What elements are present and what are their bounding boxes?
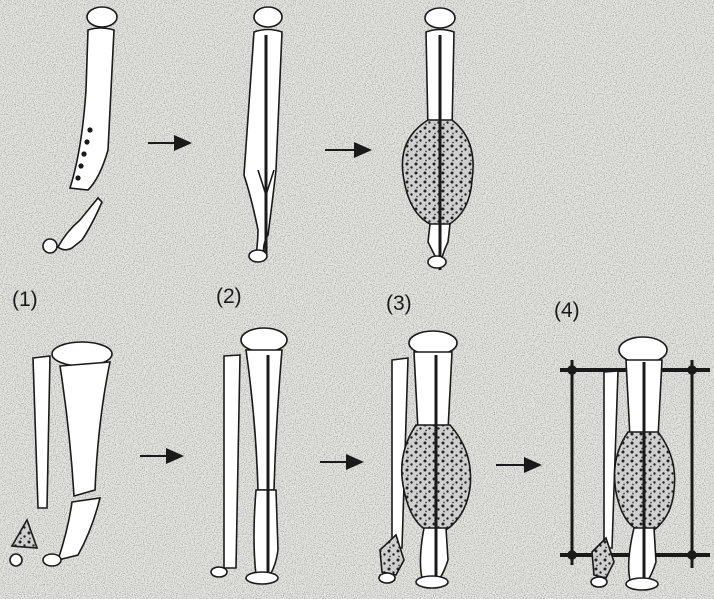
step-label-1: (1) (12, 288, 38, 312)
step-label-3: (3) (386, 292, 412, 316)
step-label-4: (4) (554, 299, 580, 323)
step-label-2: (2) (216, 285, 242, 309)
